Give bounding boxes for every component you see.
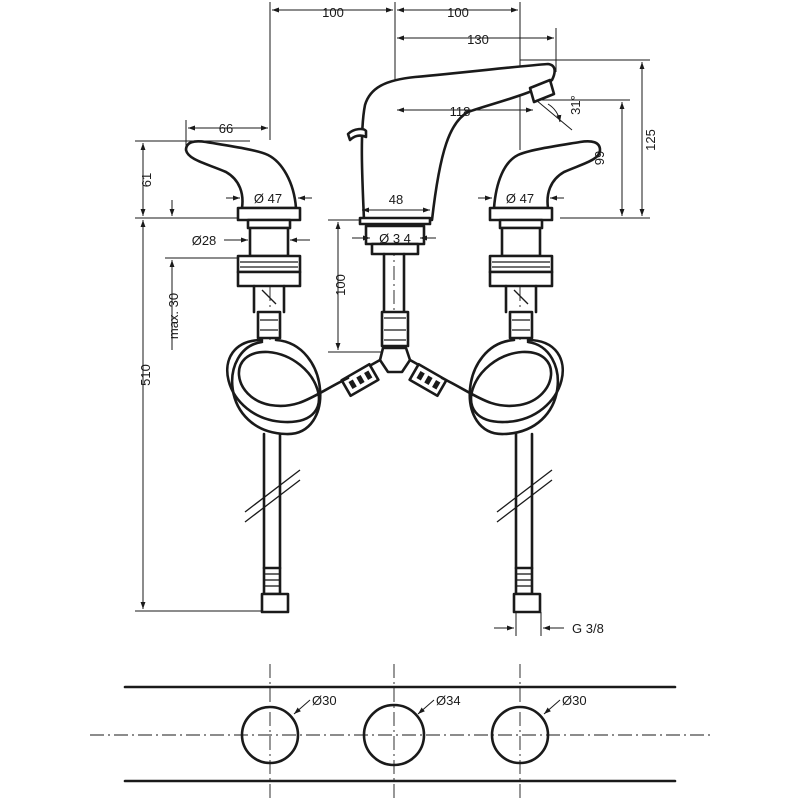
dim-spout-angle: 31°: [568, 95, 583, 115]
dim-handle-right-diameter: Ø 47: [506, 191, 534, 206]
dim-max-deck-thickness: max. 30: [166, 293, 181, 339]
hole-pattern: Ø30 Ø34 Ø30: [123, 685, 677, 783]
tee-piece: [378, 346, 412, 374]
hole-center-label: Ø34: [436, 693, 461, 708]
dim-handle-left-diameter: Ø 47: [254, 191, 282, 206]
dim-total-height: 125: [643, 129, 658, 151]
hole-left: [240, 705, 300, 765]
right-hose: [440, 338, 564, 424]
spout: [340, 62, 556, 398]
right-handle-assembly: [440, 139, 602, 614]
center-lines: [90, 215, 710, 800]
dim-spout-reach: 130: [467, 32, 489, 47]
left-shank: [248, 226, 290, 258]
dim-left-spacing: 100: [322, 5, 344, 20]
hole-right-label: Ø30: [562, 693, 587, 708]
spout-shank-plate: [370, 242, 420, 256]
dim-handle-height: 61: [139, 173, 154, 187]
spout-hose-connector: [380, 310, 410, 348]
dimension-labels: 100 100 130 118 31° 125 99 66 61 Ø 47 Ø …: [138, 5, 658, 636]
spout-aerator: [528, 78, 556, 104]
dim-spout-base-width: 48: [389, 192, 403, 207]
hole-left-label: Ø30: [312, 693, 337, 708]
dim-spout-shank-length: 100: [333, 274, 348, 296]
dim-spout-height: 99: [592, 151, 607, 165]
dimension-lines: [140, 7, 645, 631]
left-handle-lever: [184, 139, 298, 210]
dim-right-spacing: 100: [447, 5, 469, 20]
lever-lift-rod: [346, 127, 368, 142]
spout-base: [358, 216, 432, 226]
right-shank: [500, 226, 542, 258]
dim-spout-shank-diameter: Ø 3 4: [379, 231, 411, 246]
hole-right: [490, 705, 550, 765]
dim-spout-projection: 118: [450, 104, 471, 119]
dim-hose-length: 510: [138, 364, 153, 386]
dim-handle-width: 66: [219, 121, 233, 136]
left-handle-assembly: [184, 139, 350, 614]
extension-lines: [135, 2, 650, 636]
spout-body: [360, 62, 556, 222]
dim-connection-thread: G 3/8: [572, 621, 604, 636]
right-handle-lever: [492, 139, 602, 210]
dim-handle-shank-diameter: Ø28: [192, 233, 217, 248]
hole-center: [362, 703, 426, 767]
